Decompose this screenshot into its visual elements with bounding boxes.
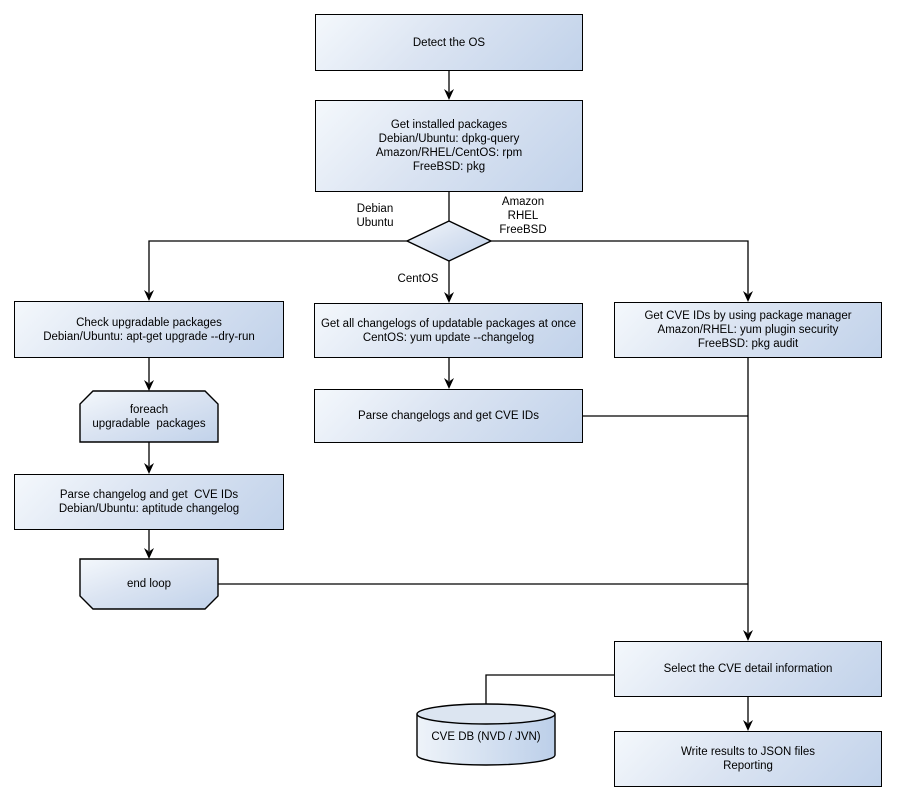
text-line: Get installed packages — [390, 119, 508, 131]
text-line: end loop — [126, 578, 172, 590]
text-line: Debian/Ubuntu: aptitude changelog — [58, 503, 240, 515]
node-cve-db-label: CVE DB (NVD / JVN) — [417, 726, 555, 748]
text-line: Get CVE IDs by using package manager — [644, 310, 852, 322]
end-loop-shape — [79, 558, 219, 610]
text-line: CVE DB (NVD / JVN) — [431, 731, 541, 743]
node-get-cve-ids-pkg-manager: Get CVE IDs by using package manager Ama… — [614, 302, 882, 358]
node-write-results: Write results to JSON files Reporting — [614, 731, 882, 787]
cve-db-cylinder — [416, 703, 556, 766]
text-line: Write results to JSON files — [681, 746, 815, 758]
text-line: Debian/Ubuntu: apt-get upgrade --dry-run — [43, 330, 255, 343]
text-line: FreeBSD — [499, 224, 547, 236]
text-line: Amazon/RHEL: yum plugin security — [657, 324, 839, 336]
os-decision-diamond — [405, 220, 493, 262]
text-line: FreeBSD: pkg audit — [697, 338, 799, 350]
edge-label-amazon-rhel-freebsd: Amazon RHEL FreeBSD — [488, 195, 558, 237]
node-get-all-changelogs: Get all changelogs of updatable packages… — [314, 303, 583, 358]
node-select-cve-detail: Select the CVE detail information — [614, 641, 882, 697]
text-line: Reporting — [723, 760, 773, 772]
text-line: Debian — [356, 203, 394, 215]
text-line: Select the CVE detail information — [663, 663, 833, 675]
text-line: Parse changelog and get CVE IDs — [59, 489, 239, 501]
node-detect-os: Detect the OS — [315, 14, 583, 71]
text-line: Check upgradable packages — [76, 316, 222, 329]
text-line: Debian/Ubuntu: dpkg-query — [378, 133, 520, 145]
node-foreach-loop-start: foreach upgradable packages — [80, 391, 218, 442]
text-line: foreach — [129, 403, 169, 416]
text-line: Ubuntu — [356, 217, 394, 229]
text-line: upgradable packages — [92, 417, 206, 430]
arrowheads — [144, 89, 753, 731]
connector-lines — [148, 71, 749, 723]
text-line: Detect the OS — [412, 36, 486, 49]
node-parse-changelogs-middle: Parse changelogs and get CVE IDs — [314, 389, 583, 443]
node-parse-changelog-left: Parse changelog and get CVE IDs Debian/U… — [14, 474, 284, 530]
foreach-loop-shape — [79, 390, 219, 443]
text-line: CentOS: yum update --changelog — [362, 331, 535, 344]
text-line: RHEL — [507, 210, 539, 222]
text-line: Get all changelogs of updatable packages… — [320, 317, 577, 330]
text-line: Amazon — [501, 196, 545, 208]
node-get-installed-packages: Get installed packages Debian/Ubuntu: dp… — [315, 100, 583, 192]
node-check-upgradable-packages: Check upgradable packages Debian/Ubuntu:… — [14, 301, 284, 358]
text-line: FreeBSD: pkg — [412, 161, 486, 173]
text-line: CentOS — [397, 273, 439, 285]
edge-label-debian-ubuntu: Debian Ubuntu — [340, 202, 410, 230]
text-line: Amazon/RHEL/CentOS: rpm — [375, 147, 523, 159]
node-end-loop: end loop — [80, 559, 218, 609]
edge-label-centos: CentOS — [393, 272, 443, 286]
text-line: Parse changelogs and get CVE IDs — [358, 410, 539, 422]
